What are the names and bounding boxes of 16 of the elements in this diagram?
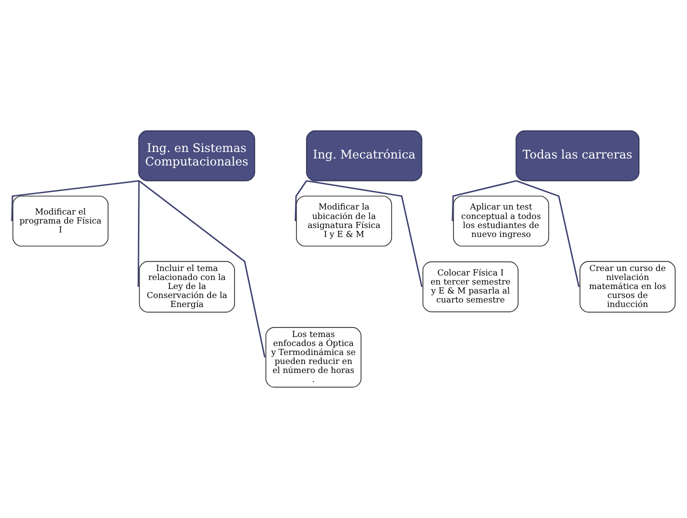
node-box: Ing. Mecatrónica (306, 130, 422, 182)
node-box: Los temas enfocados a Óptica y Termodinámica se pueden reducir en el número de horas . (265, 327, 362, 388)
connector (516, 180, 580, 287)
connector (452, 180, 517, 222)
connector (306, 180, 423, 287)
node-box: Todas las carreras (516, 130, 640, 182)
node-box: Aplicar un test conceptual a todos los estudiantes de nuevo ingreso (453, 196, 550, 247)
connector (11, 180, 140, 222)
connector (138, 180, 140, 287)
node-box: Colocar Física I en tercer semestre y E & M pasarla al cuarto semestre (422, 261, 519, 312)
node-box: Modificar el programa de Física I (12, 196, 108, 247)
connector (294, 180, 308, 222)
node-box: Incluir el tema relacionado con la Ley de la Conservación de la Energía (138, 261, 235, 313)
node-box: Crear un curso de nivelación matemática en los cursos de inducción (580, 261, 676, 313)
node-box: Ing. en Sistemas Computacionales (138, 130, 256, 182)
node-box: Modificar la ubicación de la asignatura Física I y E & M (296, 196, 392, 247)
